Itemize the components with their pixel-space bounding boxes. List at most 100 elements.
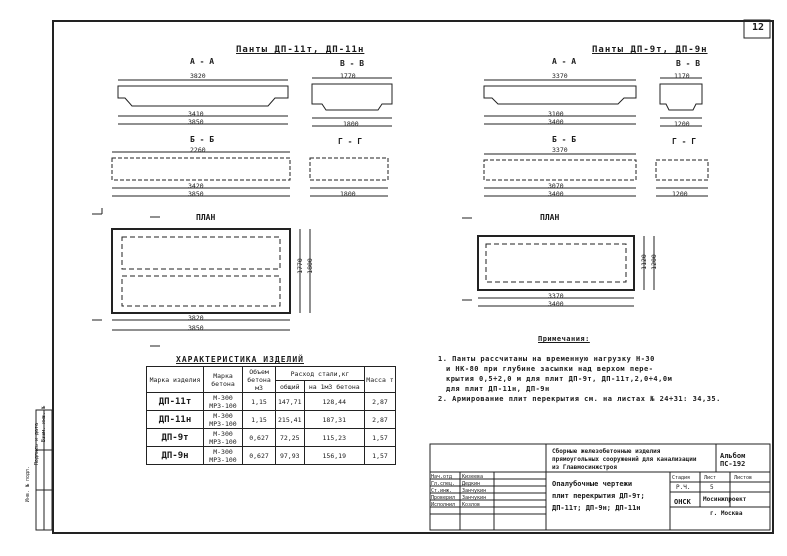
th-mark: Марка изделия [146,366,204,393]
left-sec-vv: В - В [340,59,365,68]
section-aa-left [117,85,289,107]
notes-heading: Примечания: [538,335,590,343]
stamp-role-3: Ст.инж. [431,488,453,494]
side-label-1: Инв. № подл. [25,465,32,503]
stamp-header-1: Сборные железобетонные изделия [552,448,661,455]
stamp-desc-1: Опалубочные чертежи [552,480,633,488]
section-vv-right [659,83,703,111]
left-dim-3420: 3420 [188,182,204,190]
right-sec-gg: Г - Г [672,137,697,146]
left-dim-1800a: 1800 [343,120,359,128]
side-label-3: Взам. инв. № [41,405,48,443]
stamp-desc-3: ДП-11т; ДП-9н; ДП-11н [552,504,641,512]
table-row: ДП-9н М-300 МРЗ-100 0,627 97,93 156,19 1… [146,446,396,465]
left-sec-aa: А - А [190,57,215,66]
characteristics-table: Марка изделия Марка бетона Объем бетона … [146,366,396,465]
note-1b: и НК-80 при глубине засыпки над верхом п… [446,365,654,373]
note-1d: для плит ДП-11н, ДП-9н [446,385,550,393]
right-dim-3370: 3370 [552,72,568,80]
stamp-role-5: Исполнил [431,502,456,508]
stamp-stage: Р.Ч. [676,484,691,491]
left-sec-gg: Г - Г [338,137,363,146]
left-plan-label: ПЛАН [196,213,216,222]
right-sec-aa: А - А [552,57,577,66]
left-dim-1770: 1770 [340,72,356,80]
th-mass: Масса т [364,366,396,393]
right-dim-1200a: 1200 [674,120,690,128]
note-2: 2. Армирование плит перекрытия см. на ли… [438,395,721,403]
left-dim-2260: 2260 [190,146,206,154]
th-steel-per: на 1м3 бетона [303,380,366,393]
section-aa-right [483,85,637,105]
left-dim-3850b: 3850 [188,190,204,198]
left-dim-1800v: 1800 [305,258,314,274]
section-gg-left [309,157,389,181]
right-sec-bb: Б - Б [552,135,577,144]
right-dim-3400a: 3400 [548,118,564,126]
plan-right-inner [485,243,627,283]
section-bb-left [111,157,291,181]
table-row: ДП-9т М-300 МРЗ-100 0,627 72,25 115,23 1… [146,428,396,447]
left-dim-3820: 3820 [190,72,206,80]
left-dim-3850c: 3850 [188,324,204,332]
left-dim-3820b: 3820 [188,314,204,322]
plan-left-outer [111,228,291,314]
right-dim-3370c: 3370 [548,292,564,300]
th-steel-total: общий [275,380,305,393]
plan-left-inner2 [121,275,281,307]
left-dim-3410: 3410 [188,110,204,118]
left-sec-bb: Б - Б [190,135,215,144]
table-row: ДП-11н М-300 МРЗ-100 1,15 215,41 187,31 … [146,410,396,429]
plan-left-inner1 [121,236,281,270]
stamp-sheet: 5 [710,484,714,491]
right-dim-1120v: 1120 [639,254,648,270]
table-title: ХАРАКТЕРИСТИКА ИЗДЕЛИЙ [176,355,304,364]
stamp-dept: ОНСК [674,498,691,506]
table-row: ДП-11т М-300 МРЗ-100 1,15 147,71 128,44 … [146,392,396,411]
stamp-desc-2: плит перекрытия ДП-9т; [552,492,645,500]
th-concrete: Марка бетона [203,366,243,393]
notes-block: Примечания: 1. Панты рассчитаны на време… [438,334,721,404]
right-dim-3400b: 3400 [548,190,564,198]
right-title: Панты ДП-9т, ДП-9н [592,45,708,55]
section-bb-right [483,159,637,181]
stamp-stage-h: Стадия [672,475,691,481]
right-dim-3100: 3100 [548,110,564,118]
stamp-role-2: Гл.спец. [431,481,456,487]
section-vv-left [311,83,393,111]
note-1c: крытия 0,5÷2,0 м для плит ДП-9т, ДП-11т,… [446,375,673,383]
stamp-org-2: г. Москва [710,510,743,517]
left-dim-3850a: 3850 [188,118,204,126]
title-block [429,443,771,531]
stamp-name-4: Занчукин [462,495,487,501]
th-volume: Объем бетона м3 [242,366,276,393]
th-steel: Расход стали,кг [275,366,365,381]
stamp-name-1: Кизеева [462,474,484,480]
right-dim-3400c: 3400 [548,300,564,308]
stamp-role-1: Нач.отд [431,474,453,480]
left-title: Панты ДП-11т, ДП-11н [236,45,365,55]
stamp-name-5: Козлов [462,502,481,508]
left-dim-1800b: 1800 [340,190,356,198]
stamp-header-3: из Главмосинжстроя [552,464,618,471]
plan-right-outer [477,235,635,291]
stamp-sheet-h: Лист [704,475,717,481]
stamp-album: Альбом ПС-192 [720,452,746,468]
stamp-org-1: Мосинжпроект [703,496,747,503]
right-sec-vv: В - В [676,59,701,68]
sheet-number: 12 [752,22,765,33]
left-dim-1770v: 1770 [295,258,304,274]
right-dim-1200v: 1200 [649,254,658,270]
right-dim-1170: 1170 [674,72,690,80]
stamp-name-3: Занчукин [462,488,487,494]
section-gg-right [655,159,709,181]
drawing-frame [52,20,774,534]
right-dim-3370b: 3370 [552,146,568,154]
right-dim-3070: 3070 [548,182,564,190]
right-dim-1200b: 1200 [672,190,688,198]
right-plan-label: ПЛАН [540,213,560,222]
stamp-name-2: Дедкин [462,481,481,487]
stamp-role-4: Проверил [431,495,456,501]
note-1a: 1. Панты рассчитаны на временную нагрузк… [438,355,655,363]
